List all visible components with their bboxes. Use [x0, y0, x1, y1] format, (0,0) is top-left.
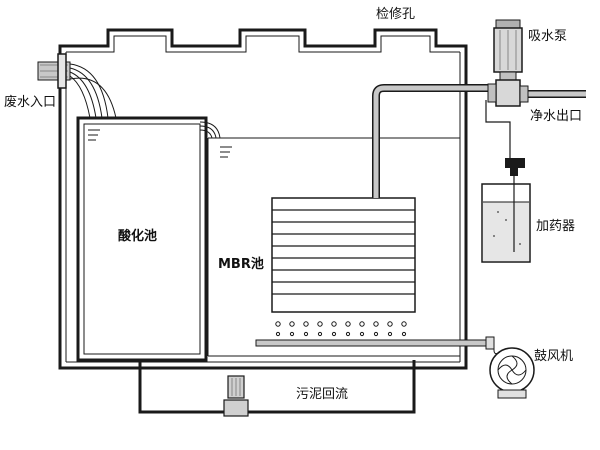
- sludge-return-label: 污泥回流: [296, 387, 348, 402]
- outer-tank: [58, 28, 468, 370]
- aeration-bubbles: [275, 321, 407, 337]
- wastewater-inlet-label: 废水入口: [4, 94, 56, 110]
- membrane-module: [271, 197, 416, 313]
- sludge-pump-icon: [223, 375, 249, 417]
- mbr-tank-label: MBR池: [218, 256, 264, 272]
- acidification-tank-label: 酸化池: [118, 228, 157, 244]
- aeration-pipe: [255, 339, 493, 347]
- sludge-return-pipe: [138, 360, 416, 414]
- outer-tank-inner-wall: [66, 35, 460, 53]
- suction-pipe: [372, 84, 586, 198]
- dosing-pump-icon: [505, 158, 525, 176]
- acidification-tank: [76, 116, 208, 362]
- blower-icon: [485, 336, 535, 399]
- inspection-hole-label: 检修孔: [376, 7, 415, 22]
- inlet-pipe: [37, 53, 117, 119]
- dosing-line: [485, 100, 511, 160]
- suction-pump-label: 吸水泵: [528, 29, 567, 44]
- dosing-tank: [481, 176, 531, 263]
- blower-label: 鼓风机: [534, 349, 573, 364]
- dosing-unit-label: 加药器: [536, 219, 575, 234]
- mbr-water-level-mark: [220, 146, 232, 158]
- clean-water-outlet-label: 净水出口: [530, 109, 582, 124]
- overflow-lines: [199, 121, 221, 139]
- suction-pump-icon: [487, 19, 529, 107]
